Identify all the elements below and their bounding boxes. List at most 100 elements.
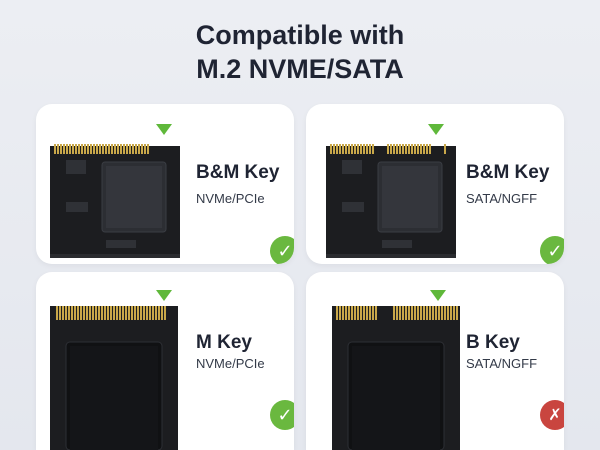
key-title: B&M Key	[196, 162, 280, 183]
connector-pin	[129, 144, 131, 154]
connector-pin	[333, 144, 335, 154]
connector-pin	[393, 144, 395, 154]
connector-pin	[92, 306, 94, 320]
connector-pin	[420, 144, 422, 154]
connector-pin	[435, 306, 437, 320]
connector-pin	[450, 306, 452, 320]
connector-pin	[56, 306, 58, 320]
connector-pin	[99, 144, 101, 154]
connector-pin	[143, 306, 145, 320]
connector-pin	[134, 306, 136, 320]
connector-pin	[66, 144, 68, 154]
key-arrow-icon	[156, 290, 172, 301]
connector-pin	[360, 144, 362, 154]
connector-pin	[152, 306, 154, 320]
connector-pin	[372, 306, 374, 320]
connector-pin	[146, 306, 148, 320]
connector-pin	[354, 144, 356, 154]
connector-pin	[140, 306, 142, 320]
key-title: B&M Key	[466, 162, 550, 183]
connector-pin	[111, 144, 113, 154]
connector-pin	[351, 144, 353, 154]
connector-pin	[426, 306, 428, 320]
connector-pin	[411, 144, 413, 154]
card-bm-key-nvme: B&M Key NVMe/PCIe ✓	[36, 104, 294, 264]
connector-pin	[438, 306, 440, 320]
connector-pin	[420, 306, 422, 320]
connector-pin	[336, 144, 338, 154]
connector-pin	[441, 306, 443, 320]
key-subtitle: SATA/NGFF	[466, 191, 538, 206]
connector-pin	[354, 306, 356, 320]
key-title: M Key	[196, 332, 252, 353]
connector-pin	[396, 144, 398, 154]
connector-pin	[339, 144, 341, 154]
connector-pin	[68, 306, 70, 320]
connector-pin	[429, 306, 431, 320]
connector-pin	[369, 144, 371, 154]
connector-pin	[164, 306, 166, 320]
card-m-key-nvme: M Key NVMe/PCIe ✓	[36, 272, 294, 450]
connector-pin	[98, 306, 100, 320]
connector-pin	[102, 144, 104, 154]
connector-pin	[405, 306, 407, 320]
connector-pin	[128, 306, 130, 320]
connector-pin	[330, 144, 332, 154]
connector-pin	[432, 306, 434, 320]
connector-pin	[86, 306, 88, 320]
connector-pin	[113, 306, 115, 320]
connector-pin	[405, 144, 407, 154]
connector-pin	[149, 306, 151, 320]
connector-pin	[414, 144, 416, 154]
connector-pin	[366, 144, 368, 154]
connector-pin	[77, 306, 79, 320]
connector-pin	[57, 144, 59, 154]
connector-pin	[402, 144, 404, 154]
connector-pin	[104, 306, 106, 320]
cross-icon: ✗	[540, 400, 564, 430]
connector-pin	[351, 306, 353, 320]
connector-pin	[402, 306, 404, 320]
connector-pin	[75, 144, 77, 154]
connector-pin	[447, 306, 449, 320]
connector-pin	[89, 306, 91, 320]
connector-pin	[138, 144, 140, 154]
connector-pin	[336, 306, 338, 320]
connector-pin	[107, 306, 109, 320]
connector-pin	[62, 306, 64, 320]
connector-pin	[387, 144, 389, 154]
connector-pin	[408, 144, 410, 154]
connector-pin	[144, 144, 146, 154]
connector-pin	[423, 144, 425, 154]
connector-pin	[345, 306, 347, 320]
connector-pin	[429, 144, 431, 154]
connector-pin	[345, 144, 347, 154]
connector-pin	[396, 306, 398, 320]
connector-pin	[399, 144, 401, 154]
connector-pin	[411, 306, 413, 320]
check-icon: ✓	[540, 236, 564, 264]
connector-pin	[83, 306, 85, 320]
connector-pin	[399, 306, 401, 320]
connector-pin	[132, 144, 134, 154]
connector-pin	[417, 306, 419, 320]
key-subtitle: SATA/NGFF	[466, 356, 538, 371]
connector-pin	[423, 306, 425, 320]
connector-pin	[69, 144, 71, 154]
connector-pin	[116, 306, 118, 320]
connector-pin	[456, 306, 458, 320]
connector-pin	[120, 144, 122, 154]
connector-pin	[60, 144, 62, 154]
connector-pin	[72, 144, 74, 154]
connector-pin	[141, 144, 143, 154]
connector-pin	[158, 306, 160, 320]
key-arrow-icon	[428, 124, 444, 135]
bm-key-ssd-image	[50, 144, 180, 258]
connector-pin	[161, 306, 163, 320]
connector-pin	[342, 144, 344, 154]
connector-pin	[414, 306, 416, 320]
key-title: B Key	[466, 332, 520, 353]
headline: Compatible with M.2 NVME/SATA	[0, 18, 600, 86]
connector-pin	[123, 144, 125, 154]
connector-pin	[375, 306, 377, 320]
